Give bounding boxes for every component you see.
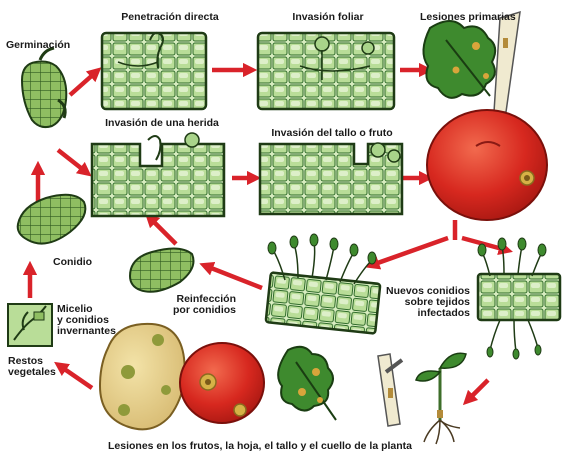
label-invasion-foliar: Invasión foliar [292, 11, 364, 23]
arrow-nuevos-to-reinfeccion [199, 261, 263, 291]
infected-tomato [426, 109, 548, 221]
leaf-primary-lesions [422, 10, 521, 113]
sporulating-tissue-right [476, 237, 562, 360]
label-restos-line2: vegetales [8, 366, 56, 378]
mycelium-inset [7, 303, 53, 347]
infected-leaf-small [277, 345, 337, 421]
tissue-invasion-foliar [256, 31, 396, 111]
arrow-seedling-down [462, 378, 490, 406]
label-restos-line1: Restos [8, 355, 44, 367]
infected-seedling [415, 352, 467, 445]
reinfection-spore [128, 247, 195, 293]
label-micelio-line1: Micelio [57, 303, 93, 315]
arrow-germ-to-herida [56, 148, 92, 177]
sporulating-tissue-left [264, 233, 382, 335]
infected-potato [98, 322, 186, 431]
infected-tomato-small [179, 342, 265, 424]
label-micelio-line2: y conidios [57, 314, 109, 326]
arrow-reinfeccion-to-herida [144, 212, 178, 246]
label-reinfeccion: Reinfección por conidios [170, 294, 236, 316]
label-invasion-herida: Invasión de una herida [105, 117, 219, 129]
arrow-tomato-left [365, 235, 449, 270]
label-reinfeccion-line1: Reinfección [176, 293, 236, 305]
label-germinacion: Germinación [6, 39, 71, 51]
label-nuevos-line1: Nuevos conidios [385, 285, 470, 297]
label-micelio: Micelio y conidios invernantes [57, 304, 116, 337]
label-lesiones-caption: Lesiones en los frutos, la hoja, el tall… [108, 440, 412, 452]
label-nuevos-line3: infectados [417, 307, 470, 319]
label-penetracion-directa: Penetración directa [121, 11, 219, 23]
label-nuevos-line2: sobre tejidos [404, 296, 470, 308]
label-reinfeccion-line2: por conidios [173, 304, 236, 316]
label-micelio-line3: invernantes [57, 325, 116, 337]
label-restos-vegetales: Restos vegetales [8, 356, 56, 378]
arrow-germ-to-penetracion [68, 67, 102, 97]
tissue-penetracion-directa [100, 31, 208, 111]
tissue-invasion-tallo [258, 142, 404, 216]
germinating-spore-illustration [20, 46, 68, 129]
tissue-invasion-herida [90, 132, 226, 218]
arrow-fruits-to-restos [54, 361, 94, 390]
conidium-spore [16, 193, 87, 245]
label-invasion-tallo: Invasión del tallo o fruto [271, 127, 393, 139]
label-nuevos-conidios: Nuevos conidios sobre tejidos infectados [372, 286, 470, 319]
label-conidio: Conidio [53, 256, 93, 268]
label-lesiones-primarias: Lesiones primarias [420, 11, 516, 23]
cycle-arrows [22, 62, 513, 406]
infected-stem [377, 353, 404, 427]
